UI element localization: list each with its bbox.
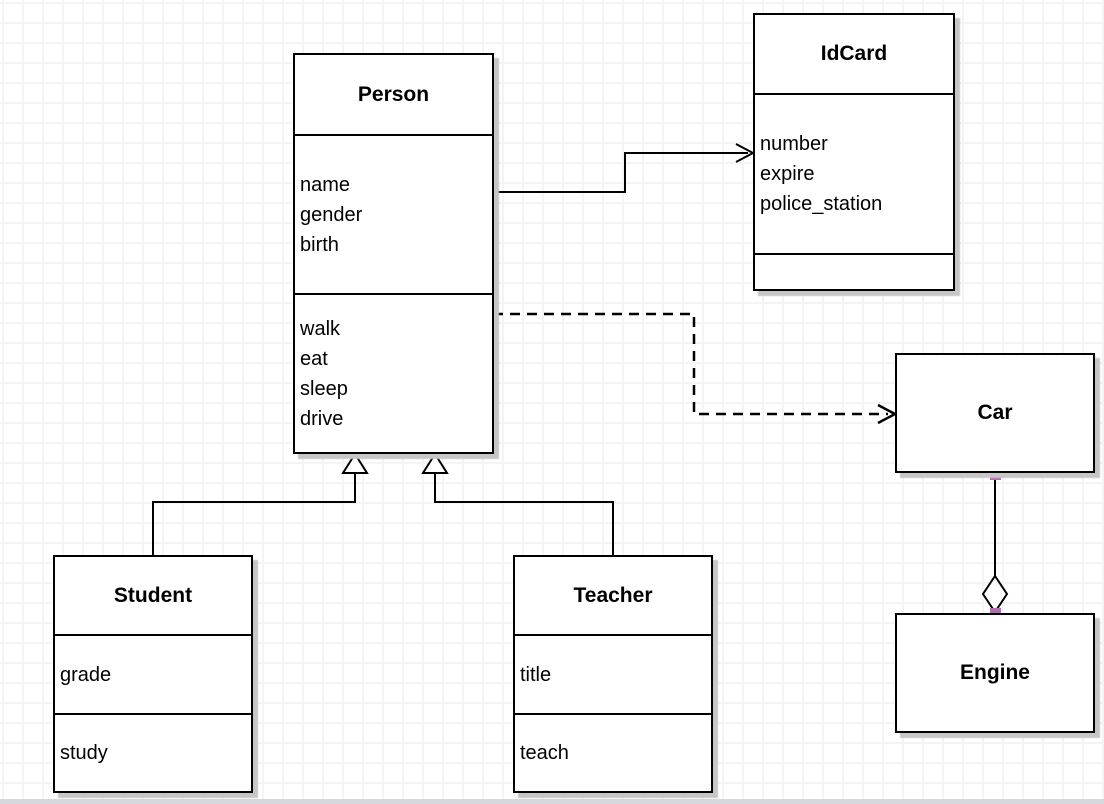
- method: study: [60, 742, 108, 764]
- connector-student-person[interactable]: [152, 452, 369, 555]
- class-title: Car: [977, 401, 1013, 424]
- class-box-student[interactable]: Student grade study: [53, 555, 253, 793]
- attributes-section: number expire police_station: [755, 95, 953, 255]
- class-box-car[interactable]: Car: [895, 353, 1095, 473]
- attribute: gender: [300, 203, 363, 226]
- method: sleep: [300, 377, 348, 400]
- attribute: name: [300, 173, 351, 196]
- attributes-section: title: [515, 636, 711, 715]
- method: teach: [520, 742, 569, 764]
- hollow-triangle-icon: [341, 452, 369, 474]
- class-box-idcard[interactable]: IdCard number expire police_station: [753, 13, 955, 291]
- attribute: number: [760, 133, 828, 155]
- attributes-section: grade: [55, 636, 251, 715]
- class-title: Student: [55, 557, 251, 636]
- attribute: police_station: [760, 193, 883, 215]
- methods-section: teach: [515, 715, 711, 791]
- connector-teacher-person[interactable]: [421, 452, 614, 555]
- class-box-person[interactable]: Person name gender birth walk eat sleep …: [293, 53, 494, 454]
- methods-section: study: [55, 715, 251, 791]
- class-title: Person: [295, 55, 492, 136]
- class-box-engine[interactable]: Engine: [895, 613, 1095, 733]
- canvas-bottom-edge: [0, 799, 1104, 804]
- attribute: grade: [60, 663, 112, 686]
- attribute: title: [520, 663, 552, 686]
- hollow-triangle-icon: [421, 452, 449, 474]
- connector-person-car[interactable]: [493, 312, 898, 425]
- methods-section: [755, 255, 953, 289]
- class-box-teacher[interactable]: Teacher title teach: [513, 555, 713, 793]
- hollow-diamond-icon: [981, 574, 1009, 614]
- connector-person-idcard[interactable]: [493, 143, 756, 193]
- method: drive: [300, 407, 344, 430]
- attribute: expire: [760, 163, 815, 185]
- class-title: IdCard: [755, 15, 953, 95]
- method: walk: [300, 317, 341, 340]
- connector-car-engine[interactable]: [981, 469, 1009, 619]
- class-title: Engine: [959, 661, 1030, 684]
- attributes-section: name gender birth: [295, 136, 492, 295]
- method: eat: [300, 347, 328, 370]
- class-title: Teacher: [515, 557, 711, 636]
- methods-section: walk eat sleep drive: [295, 295, 492, 452]
- attribute: birth: [300, 233, 339, 256]
